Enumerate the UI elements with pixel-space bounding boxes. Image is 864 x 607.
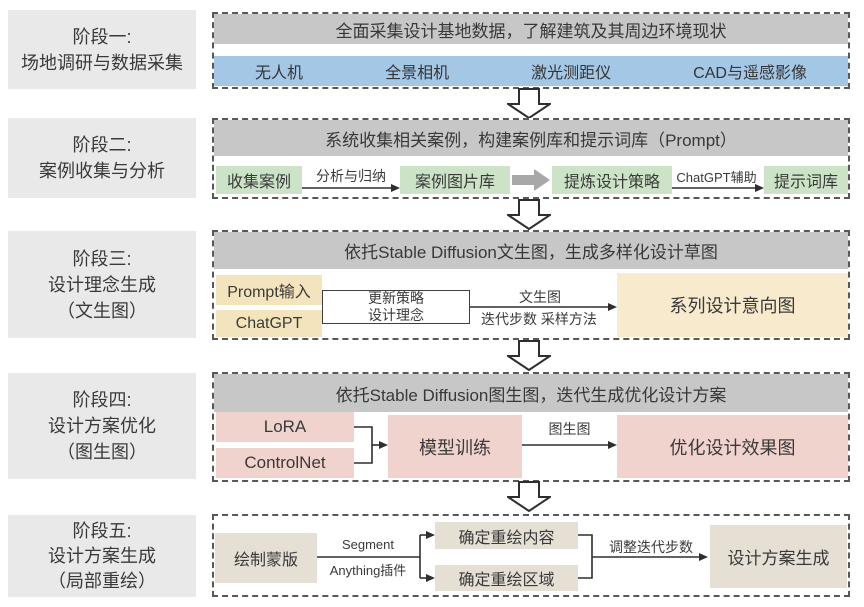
stage5-label: 阶段五: 设计方案生成 （局部重绘） bbox=[8, 515, 196, 597]
stage1-tools-bar: 无人机 全景相机 激光测距仪 CAD与遥感影像 bbox=[214, 56, 848, 86]
tool-uav: 无人机 bbox=[255, 65, 304, 82]
box-extract-strategy: 提炼设计策略 bbox=[552, 166, 672, 194]
stage4-label-line2: 设计方案优化 bbox=[48, 416, 156, 436]
stage1-label: 阶段一: 场地调研与数据采集 bbox=[8, 10, 196, 89]
stage3-label: 阶段三: 设计理念生成 （文生图） bbox=[8, 231, 196, 338]
thick-gray-arrow-icon bbox=[512, 169, 550, 191]
arrow-label-anything-plugin: Anything插件 bbox=[329, 563, 407, 578]
arrow-label-segment: Segment bbox=[341, 537, 395, 552]
box-prompt-input: Prompt输入 bbox=[216, 275, 322, 305]
stage2-label-line1: 阶段二: bbox=[72, 135, 132, 155]
stage4-label-line3: （图生图） bbox=[57, 442, 147, 462]
arrow-label-adjust-steps: 调整迭代步数 bbox=[609, 539, 693, 555]
box-controlnet: ControlNet bbox=[216, 448, 354, 478]
box-repaint-content: 确定重绘内容 bbox=[435, 522, 578, 549]
stage3-panel: 依托Stable Diffusion文生图，生成多样化设计草图 Prompt输入… bbox=[212, 230, 850, 340]
box-case-image-library: 案例图片库 bbox=[400, 166, 510, 194]
stage5-panel: 绘制蒙版 Segment Anything插件 确定重绘内容 确定重绘区域 调整… bbox=[212, 514, 850, 597]
box-draw-mask: 绘制蒙版 bbox=[215, 533, 317, 583]
box-update-strategy-line1: 更新策略 bbox=[368, 290, 424, 306]
stage5-label-line3: （局部重绘） bbox=[48, 570, 156, 591]
tool-cad-remote-sensing: CAD与遥感影像 bbox=[693, 65, 807, 82]
stage5-label-line1: 阶段五: bbox=[72, 520, 132, 541]
box-update-strategy: 更新策略 设计理念 bbox=[322, 290, 470, 324]
stage2-panel: 系统收集相关案例，构建案例库和提示词库（Prompt） 收集案例 分析与归纳 案… bbox=[212, 118, 850, 199]
tool-laser-rangefinder: 激光测距仪 bbox=[531, 65, 612, 82]
stage3-label-line1: 阶段三: bbox=[72, 248, 132, 269]
stage4-panel: 依托Stable Diffusion图生图，迭代生成优化设计方案 LoRA Co… bbox=[212, 372, 850, 482]
stage4-label: 阶段四: 设计方案优化 （图生图） bbox=[8, 373, 196, 479]
box-chatgpt: ChatGPT bbox=[216, 310, 322, 337]
stage1-label-line2: 场地调研与数据采集 bbox=[21, 52, 183, 73]
down-arrow-1 bbox=[507, 88, 551, 119]
box-optimized-renderings: 优化设计效果图 bbox=[617, 415, 848, 478]
stage1-label-line1: 阶段一: bbox=[72, 26, 132, 47]
arrow-label-img2img: 图生图 bbox=[548, 421, 591, 437]
stage4-label-line1: 阶段四: bbox=[72, 390, 132, 410]
stage2-label-line2: 案例收集与分析 bbox=[39, 161, 165, 181]
stage4-header-bar: 依托Stable Diffusion图生图，迭代生成优化设计方案 bbox=[214, 374, 848, 412]
box-repaint-region: 确定重绘区域 bbox=[435, 565, 578, 591]
stage1-panel: 全面采集设计基地数据，了解建筑及其周边环境现状 无人机 全景相机 激光测距仪 C… bbox=[212, 12, 850, 89]
stage3-label-line2: 设计理念生成 bbox=[48, 274, 156, 295]
down-arrow-3 bbox=[507, 340, 551, 371]
down-arrow-2 bbox=[507, 199, 551, 230]
box-model-training: 模型训练 bbox=[388, 415, 522, 478]
tool-panorama-camera: 全景相机 bbox=[385, 65, 450, 82]
box-design-intent-images: 系列设计意向图 bbox=[617, 273, 848, 337]
box-prompt-library: 提示词库 bbox=[764, 166, 848, 194]
arrow-label-txt2img: 文生图 bbox=[519, 289, 561, 305]
stage1-header-bar: 全面采集设计基地数据，了解建筑及其周边环境现状 bbox=[214, 14, 848, 44]
down-arrow-4 bbox=[507, 481, 551, 512]
box-lora: LoRA bbox=[216, 412, 354, 442]
stage2-label: 阶段二: 案例收集与分析 bbox=[8, 118, 196, 198]
stage3-label-line3: （文生图） bbox=[57, 300, 147, 321]
box-collect-cases: 收集案例 bbox=[216, 166, 302, 194]
box-final-design-generation: 设计方案生成 bbox=[710, 525, 847, 588]
arrow-label-analyze: 分析与归纳 bbox=[316, 168, 386, 184]
stage2-header-bar: 系统收集相关案例，构建案例库和提示词库（Prompt） bbox=[214, 120, 848, 156]
arrow-label-steps-sampling: 迭代步数 采样方法 bbox=[481, 311, 597, 327]
arrow-label-chatgpt-assist: ChatGPT辅助 bbox=[676, 169, 757, 185]
stage5-label-line2: 设计方案生成 bbox=[48, 545, 156, 566]
stage3-header-bar: 依托Stable Diffusion文生图，生成多样化设计草图 bbox=[214, 232, 848, 269]
box-update-strategy-line2: 设计理念 bbox=[368, 307, 424, 323]
